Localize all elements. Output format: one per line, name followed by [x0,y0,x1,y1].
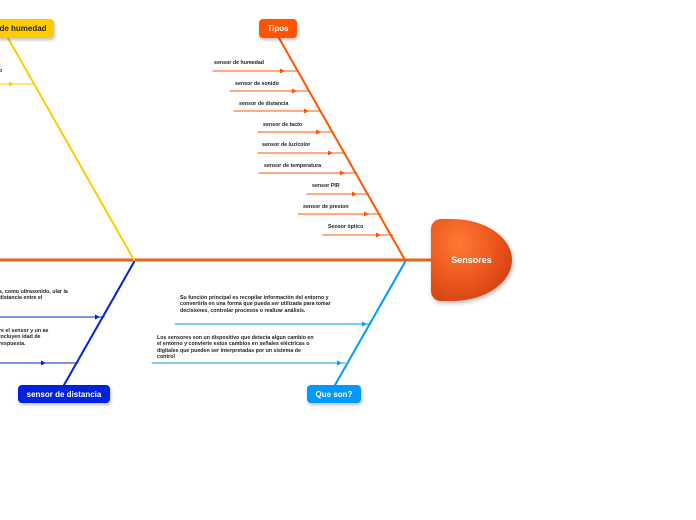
arrow-humedad-1 [9,81,14,87]
topic-sensor-distancia[interactable]: sensor de distancia [18,385,110,403]
subtopic-tipos-9[interactable]: Sensor óptico [328,224,364,230]
arrow-tipos-1 [280,68,285,74]
subtopic-humedad-1[interactable]: o [0,68,3,74]
arrow-queson-1 [362,321,367,327]
topic-distancia-label: sensor de distancia [26,389,102,399]
subtopic-tipos-3[interactable]: sensor de distancia [239,101,289,107]
subtopic-tipos-1[interactable]: sensor de humedad [214,60,265,66]
bone-distancia [63,261,135,386]
topic-humedad[interactable]: de humedad [0,19,54,38]
subtopic-tipos-5[interactable]: sensor de luz/color [262,142,311,148]
arrow-tipos-7 [352,191,357,197]
subtopic-tipos-6[interactable]: sensor de temperatura [264,163,322,169]
bone-humedad [7,37,135,261]
subtopic-tipos-7[interactable]: sensor PIR [312,183,340,189]
arrow-tipos-8 [364,211,369,217]
subtopic-distancia-1[interactable]: s, como ultrasonido, ular la distancia e… [0,289,68,302]
topic-humedad-label: de humedad [0,24,47,33]
topic-tipos[interactable]: Tipos [259,19,297,38]
arrow-distancia-1 [95,314,100,320]
subtopic-queson-2[interactable]: Los sensores son un dispositivo que dete… [157,335,314,361]
bone-tipos [278,37,406,261]
central-topic-label: Sensores [451,255,492,265]
subtopic-tipos-4[interactable]: sensor de tacto [263,122,303,128]
subtopic-tipos-2[interactable]: sensor de sonido [235,81,279,87]
subtopic-queson-1[interactable]: Su función principal es recopilar inform… [180,295,331,314]
arrow-queson-2 [337,360,342,366]
topic-queson-label: Que son? [315,389,353,399]
arrow-tipos-3 [304,108,309,114]
topic-que-son[interactable]: Que son? [307,385,361,403]
arrow-tipos-6 [340,170,345,176]
arrow-tipos-9 [376,232,381,238]
topic-tipos-label: Tipos [267,24,289,33]
arrow-tipos-5 [328,150,333,156]
arrow-tipos-4 [316,129,321,135]
arrow-tipos-2 [292,88,297,94]
subtopic-distancia-2[interactable]: re el sensor y un as incluyen idad de re… [0,328,49,347]
arrow-distancia-2 [41,360,46,366]
subtopic-tipos-8[interactable]: sensor de presion [303,204,349,210]
